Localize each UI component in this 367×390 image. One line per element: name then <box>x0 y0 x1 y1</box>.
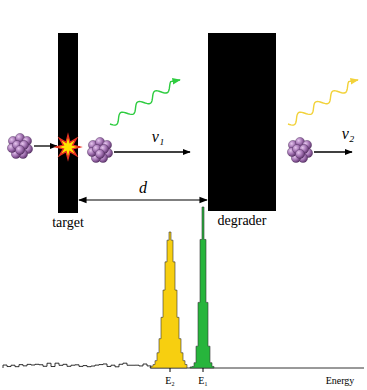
nucleus <box>87 137 112 162</box>
part-label: target <box>52 215 84 231</box>
nucleus <box>7 133 32 158</box>
impact-star <box>56 135 80 159</box>
target-foil: target <box>58 33 78 213</box>
gamma-ray <box>110 80 180 125</box>
velocity-arrow <box>114 151 190 152</box>
distance-arrow <box>79 199 207 200</box>
velocity-label: v₁ <box>152 129 165 145</box>
degrader-foil: degrader <box>208 33 276 211</box>
energy-label: E₁ <box>198 376 208 386</box>
axis-label: Energy <box>326 376 355 386</box>
nucleus <box>287 137 312 162</box>
energy-label: E₂ <box>165 376 175 386</box>
velocity-arrow <box>34 145 57 146</box>
velocity-arrow <box>314 151 352 152</box>
spectrum <box>3 207 364 372</box>
distance-label: d <box>139 180 147 196</box>
velocity-label: v₂ <box>342 126 355 142</box>
part-label: degrader <box>218 213 267 229</box>
gamma-ray <box>288 80 358 125</box>
